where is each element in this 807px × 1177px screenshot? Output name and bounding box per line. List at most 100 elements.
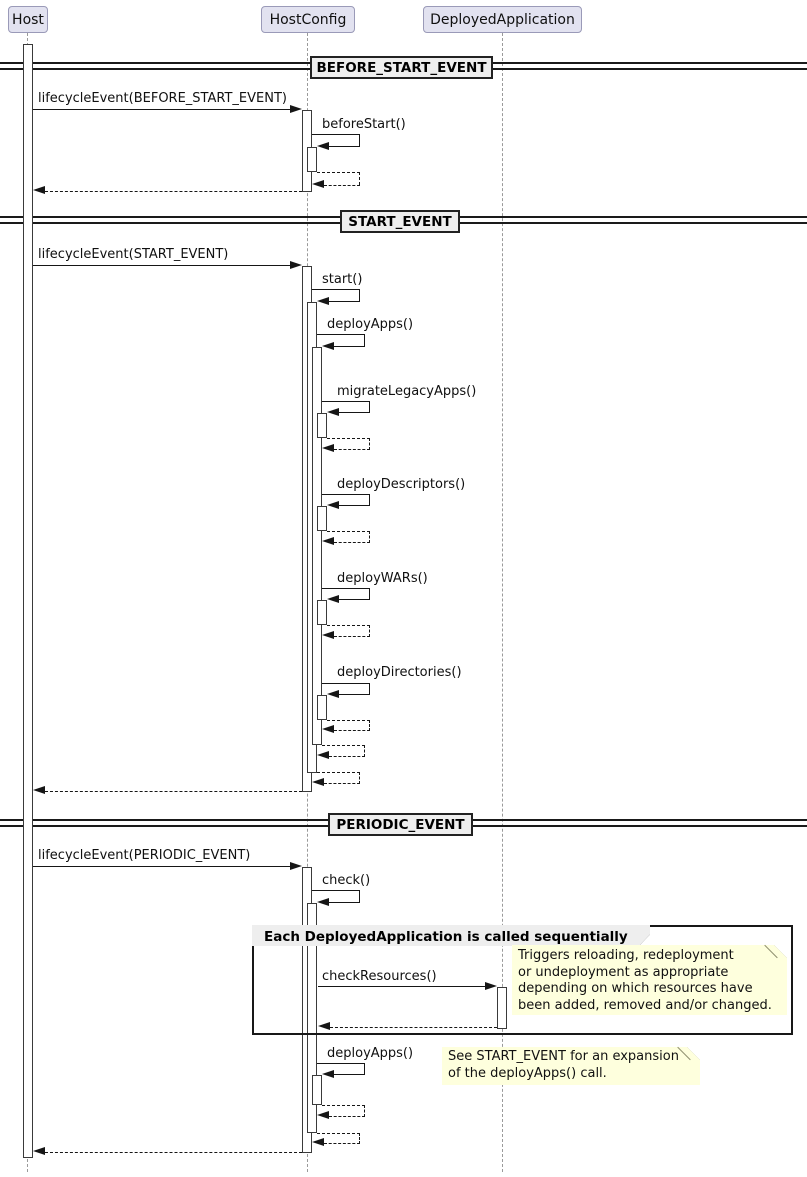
return-line bbox=[324, 1143, 360, 1144]
arrowhead bbox=[317, 751, 329, 759]
activation-bar-nested bbox=[312, 347, 322, 745]
arrowhead bbox=[317, 297, 329, 305]
arrowhead bbox=[33, 186, 45, 194]
self-call-line bbox=[359, 134, 361, 147]
self-call-line bbox=[322, 401, 370, 403]
return-line bbox=[334, 636, 370, 637]
return-line bbox=[327, 438, 370, 439]
self-call-line bbox=[339, 694, 370, 696]
self-call-line bbox=[364, 1063, 366, 1075]
group-label: Each DeployedApplication is called seque… bbox=[264, 929, 628, 945]
activation-bar-nested bbox=[307, 903, 317, 1133]
return-line bbox=[369, 720, 370, 731]
self-call-line bbox=[339, 599, 370, 601]
activation-bar-nested bbox=[312, 1075, 322, 1105]
self-call-line bbox=[369, 494, 371, 506]
arrowhead bbox=[322, 444, 334, 452]
arrowhead bbox=[317, 898, 329, 906]
divider-start-event: START_EVENT bbox=[340, 210, 460, 233]
group-header-fill bbox=[252, 925, 650, 946]
return-line bbox=[322, 1105, 365, 1106]
self-call-line bbox=[329, 902, 360, 904]
message-label: deployApps() bbox=[327, 317, 414, 332]
activation-bar-nested bbox=[307, 147, 317, 172]
return-line bbox=[334, 730, 370, 731]
return-line bbox=[369, 625, 370, 637]
arrowhead bbox=[322, 631, 334, 639]
participant-host: Host bbox=[8, 6, 48, 33]
note-fill bbox=[442, 1047, 700, 1085]
self-call-line bbox=[322, 683, 370, 685]
arrowhead bbox=[327, 690, 339, 698]
arrowhead bbox=[312, 180, 324, 188]
self-call-line bbox=[317, 1063, 365, 1065]
message-line bbox=[33, 866, 291, 868]
return-line bbox=[317, 772, 360, 773]
arrowhead bbox=[290, 105, 302, 113]
note-fill bbox=[512, 945, 787, 1015]
arrowhead bbox=[485, 982, 497, 990]
arrowhead bbox=[290, 862, 302, 870]
return-line bbox=[369, 531, 370, 543]
return-line bbox=[369, 438, 370, 450]
note-text: Triggers reloading, redeployment or unde… bbox=[518, 948, 772, 1013]
return-line bbox=[45, 191, 302, 192]
message-label: deployWARs() bbox=[337, 571, 428, 586]
participant-hostconfig: HostConfig bbox=[261, 6, 355, 33]
note-text: See START_EVENT for an expansion of the … bbox=[448, 1049, 679, 1081]
return-line bbox=[359, 172, 360, 185]
return-line bbox=[45, 791, 302, 792]
return-line bbox=[329, 1116, 365, 1117]
arrowhead bbox=[290, 261, 302, 269]
activation-bar-nested bbox=[317, 506, 327, 531]
message-line bbox=[318, 986, 486, 988]
self-call-line bbox=[329, 301, 360, 303]
self-call-line bbox=[317, 334, 365, 336]
self-call-line bbox=[322, 494, 370, 496]
return-line bbox=[317, 172, 360, 173]
message-label: lifecycleEvent(START_EVENT) bbox=[38, 247, 229, 262]
activation-bar-nested bbox=[317, 600, 327, 625]
return-line bbox=[327, 720, 370, 721]
return-line bbox=[364, 745, 365, 757]
self-call-line bbox=[334, 1074, 365, 1076]
self-call-line bbox=[359, 289, 361, 302]
participant-label: HostConfig bbox=[269, 11, 347, 28]
participant-deployedapplication: DeployedApplication bbox=[423, 6, 582, 33]
self-call-line bbox=[339, 505, 370, 507]
arrowhead bbox=[322, 1070, 334, 1078]
self-call-line bbox=[312, 890, 360, 892]
self-call-line bbox=[369, 588, 371, 600]
arrowhead bbox=[327, 408, 339, 416]
message-label: lifecycleEvent(PERIODIC_EVENT) bbox=[38, 848, 251, 863]
self-call-line bbox=[339, 412, 370, 414]
divider-before-start-event: BEFORE_START_EVENT bbox=[310, 56, 493, 79]
arrowhead bbox=[312, 1138, 324, 1146]
arrowhead bbox=[317, 142, 329, 150]
arrowhead bbox=[322, 725, 334, 733]
return-line bbox=[359, 772, 360, 784]
self-call-line bbox=[312, 134, 360, 136]
return-line bbox=[327, 625, 370, 626]
return-line bbox=[324, 783, 360, 784]
return-line bbox=[334, 542, 370, 543]
return-line bbox=[334, 449, 370, 450]
return-line bbox=[327, 531, 370, 532]
activation-bar-host bbox=[23, 44, 33, 1158]
self-call-line bbox=[369, 683, 371, 695]
arrowhead bbox=[327, 501, 339, 509]
self-call-line bbox=[364, 334, 366, 347]
message-label: checkResources() bbox=[322, 969, 437, 984]
arrowhead bbox=[33, 786, 45, 794]
arrowhead bbox=[317, 1111, 329, 1119]
self-call-line bbox=[334, 346, 365, 348]
message-label: deployApps() bbox=[327, 1046, 414, 1061]
return-line bbox=[330, 1027, 497, 1028]
arrowhead bbox=[327, 595, 339, 603]
return-line bbox=[329, 756, 365, 757]
message-label: beforeStart() bbox=[322, 117, 406, 132]
message-label: deployDirectories() bbox=[337, 665, 462, 680]
message-label: lifecycleEvent(BEFORE_START_EVENT) bbox=[38, 91, 287, 106]
return-line bbox=[317, 1133, 360, 1134]
